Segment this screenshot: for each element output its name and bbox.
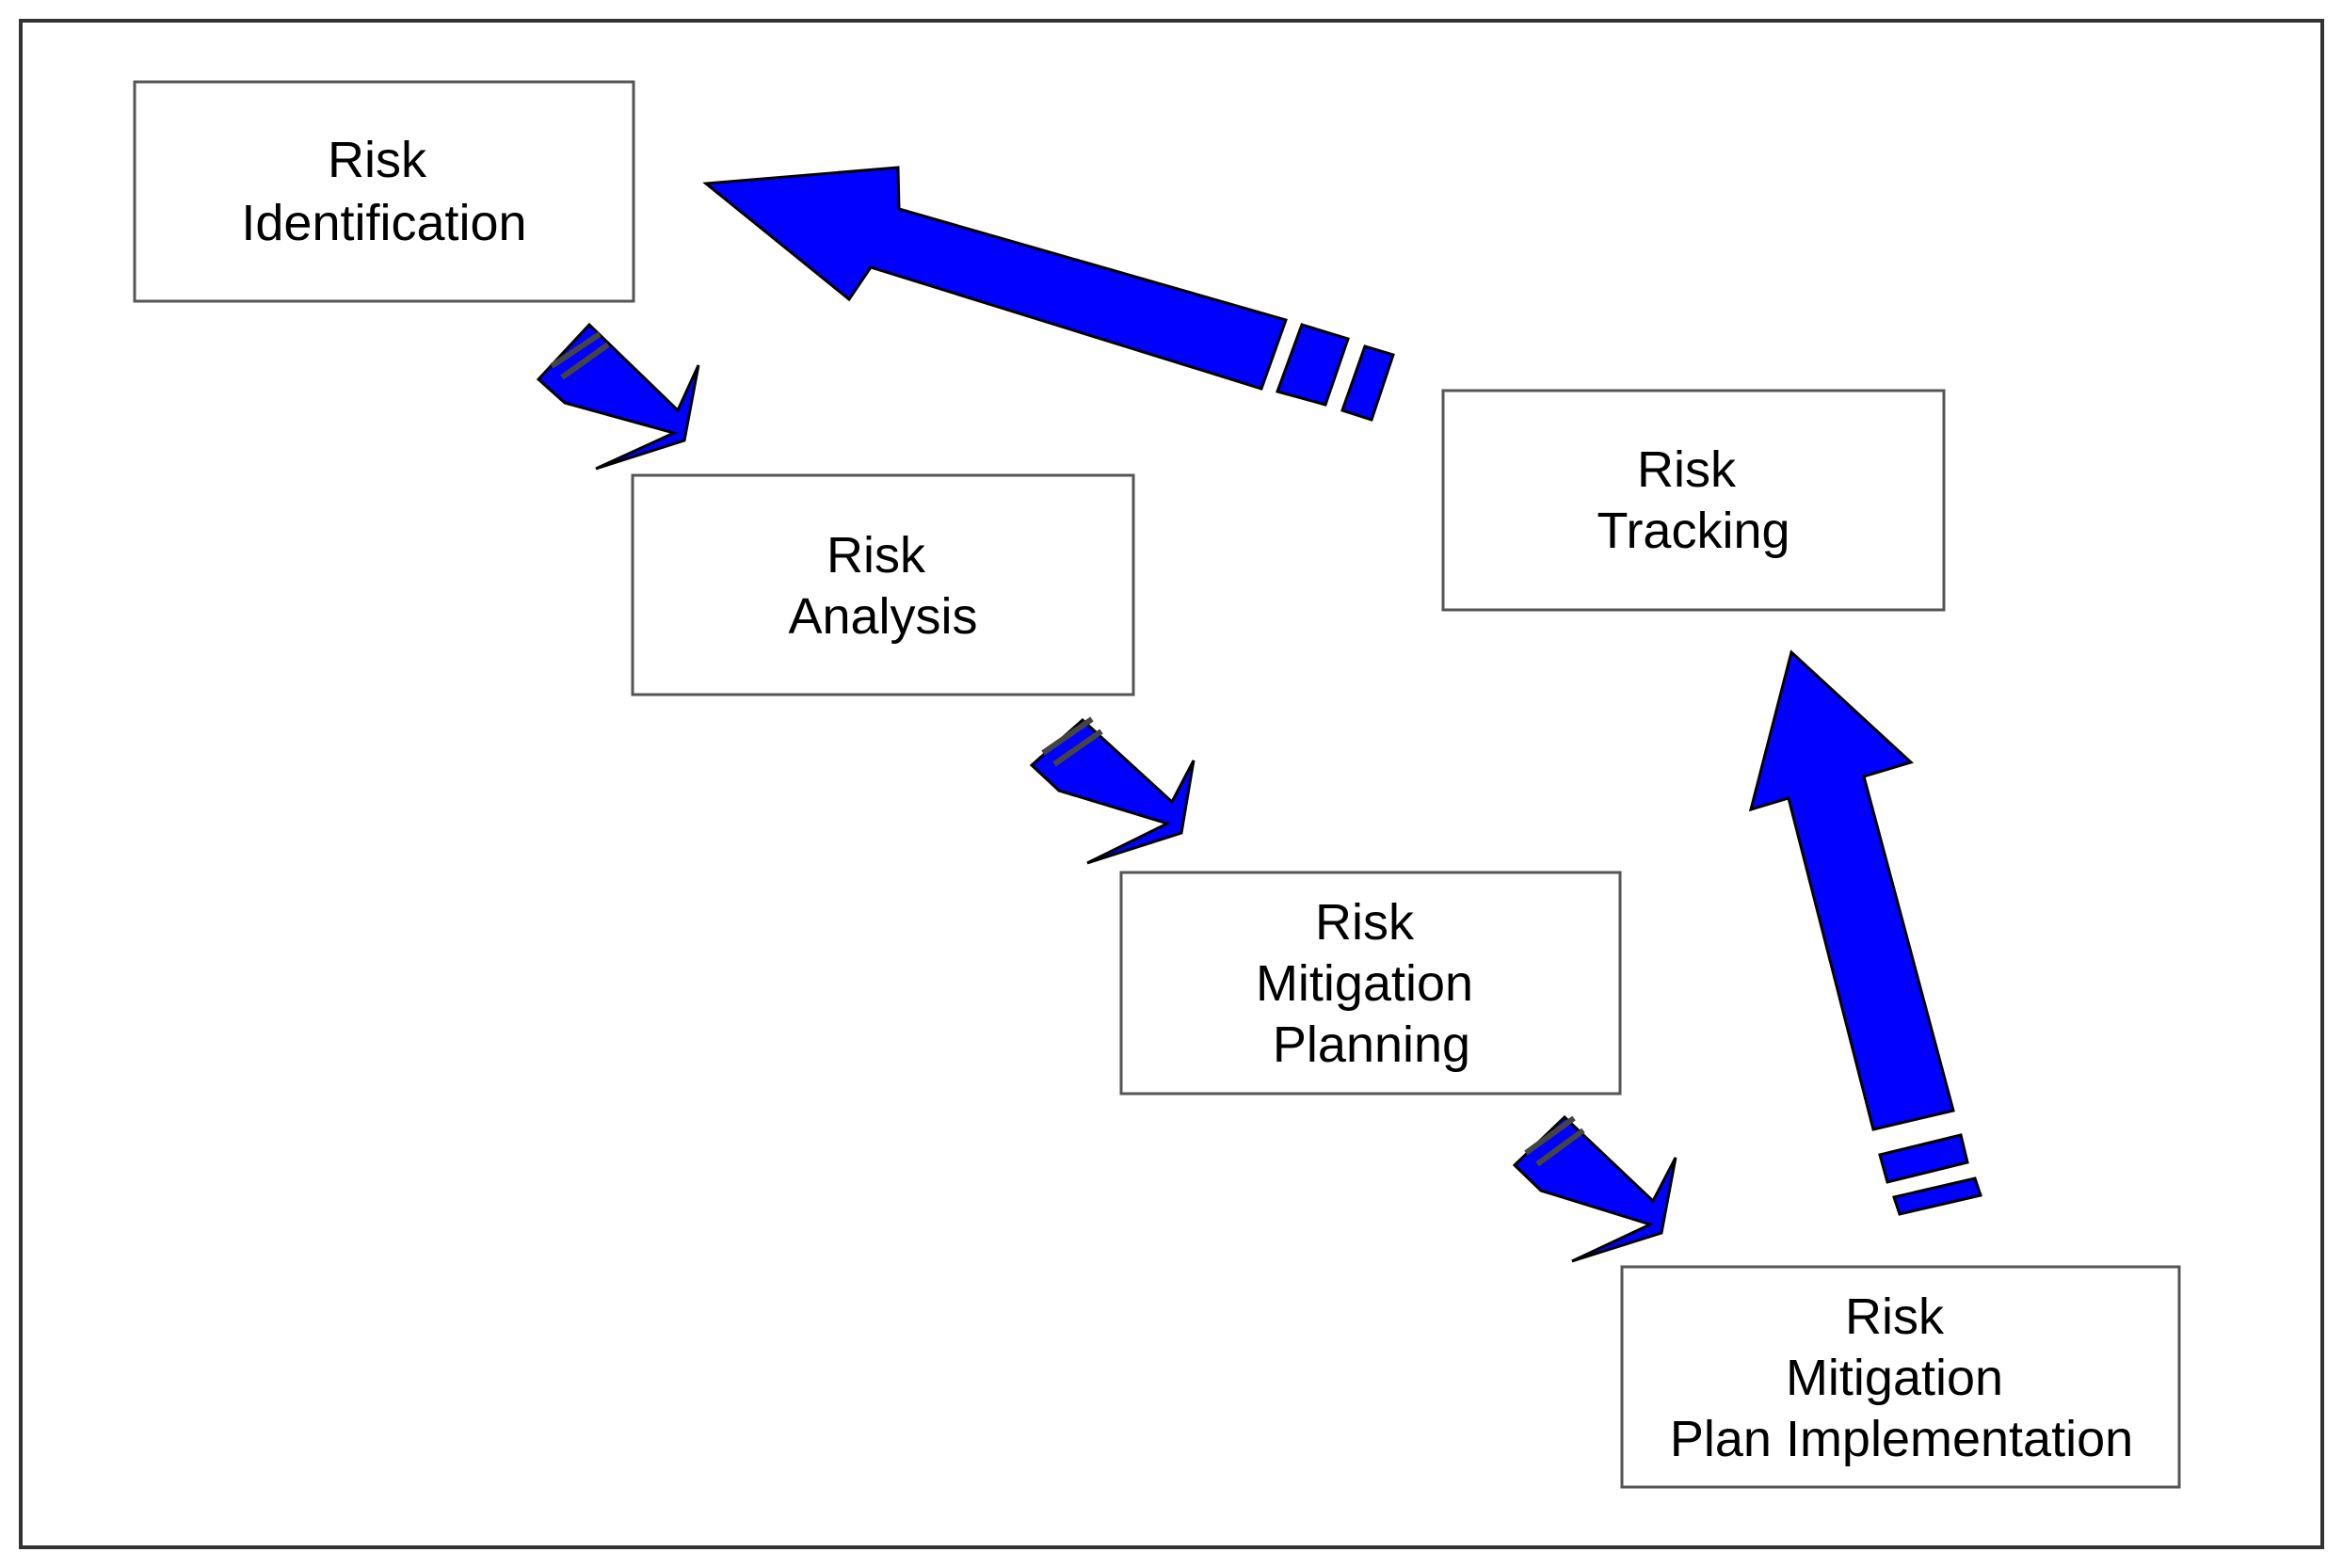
step-box — [631, 473, 1135, 696]
arrow-stripe — [550, 331, 602, 369]
arrow-body — [536, 322, 700, 471]
step-label-line: Plan Implementation — [1670, 1411, 2133, 1467]
step-label-line: Tracking — [1597, 503, 1789, 559]
step-label-line: Risk — [328, 132, 427, 188]
arrow-stripe — [1052, 728, 1103, 767]
arrow-stripe — [1041, 716, 1094, 756]
svg-text:Risk Tracking: Risk Tracking — [1597, 441, 1789, 559]
step-label-line: Risk — [1315, 894, 1415, 951]
arrow-stripe — [1892, 1176, 1982, 1216]
svg-text:Risk Analysis: Risk Analysis — [788, 527, 977, 645]
step-label-line: Mitigation — [1256, 955, 1473, 1012]
step-label-line: Mitigation — [1786, 1350, 2003, 1406]
step-label-line: Risk — [1845, 1288, 1945, 1345]
arrow-body — [1029, 717, 1196, 865]
step-risk-mitigation-plan-implementation: Risk Mitigation Plan Implementation — [1620, 1265, 2181, 1489]
arrow-stripe — [1535, 1128, 1585, 1167]
step-label-line: Planning — [1273, 1016, 1470, 1073]
arrow-body — [1748, 649, 1955, 1131]
step-box — [1119, 871, 1622, 1096]
arrow-stripe — [1340, 344, 1395, 422]
arrow-stripe — [560, 342, 610, 380]
arrow-stripe — [1524, 1115, 1576, 1156]
svg-text:Risk Mitigation Pl: Risk Mitigation Plan Implementation — [1670, 1288, 2133, 1467]
step-label-line: Identification — [241, 195, 526, 251]
arrow-down-right-icon — [536, 322, 700, 471]
arrow-body — [702, 166, 1288, 391]
step-label-line: Analysis — [788, 588, 977, 645]
step-label-line: Risk — [826, 527, 926, 584]
arrow-stripe — [1276, 323, 1350, 407]
svg-text:Risk Mitigation Pl: Risk Mitigation Planning — [1256, 894, 1487, 1073]
step-risk-analysis: Risk Analysis — [631, 473, 1135, 696]
step-box — [133, 80, 635, 303]
arrow-down-right-icon — [1029, 716, 1196, 865]
svg-text:Risk Identification: Risk Identification — [241, 132, 526, 251]
arrow-up-icon — [1748, 649, 1982, 1216]
step-box — [1620, 1265, 2181, 1489]
arrow-up-left-icon — [702, 166, 1395, 422]
step-label-line: Risk — [1637, 441, 1737, 498]
arrow-stripe — [1878, 1133, 1969, 1184]
step-risk-mitigation-planning: Risk Mitigation Planning — [1119, 871, 1622, 1096]
step-box — [1441, 389, 1946, 612]
step-risk-tracking: Risk Tracking — [1441, 389, 1946, 612]
arrow-down-right-icon — [1512, 1114, 1677, 1263]
step-risk-identification: Risk Identification — [133, 80, 635, 303]
